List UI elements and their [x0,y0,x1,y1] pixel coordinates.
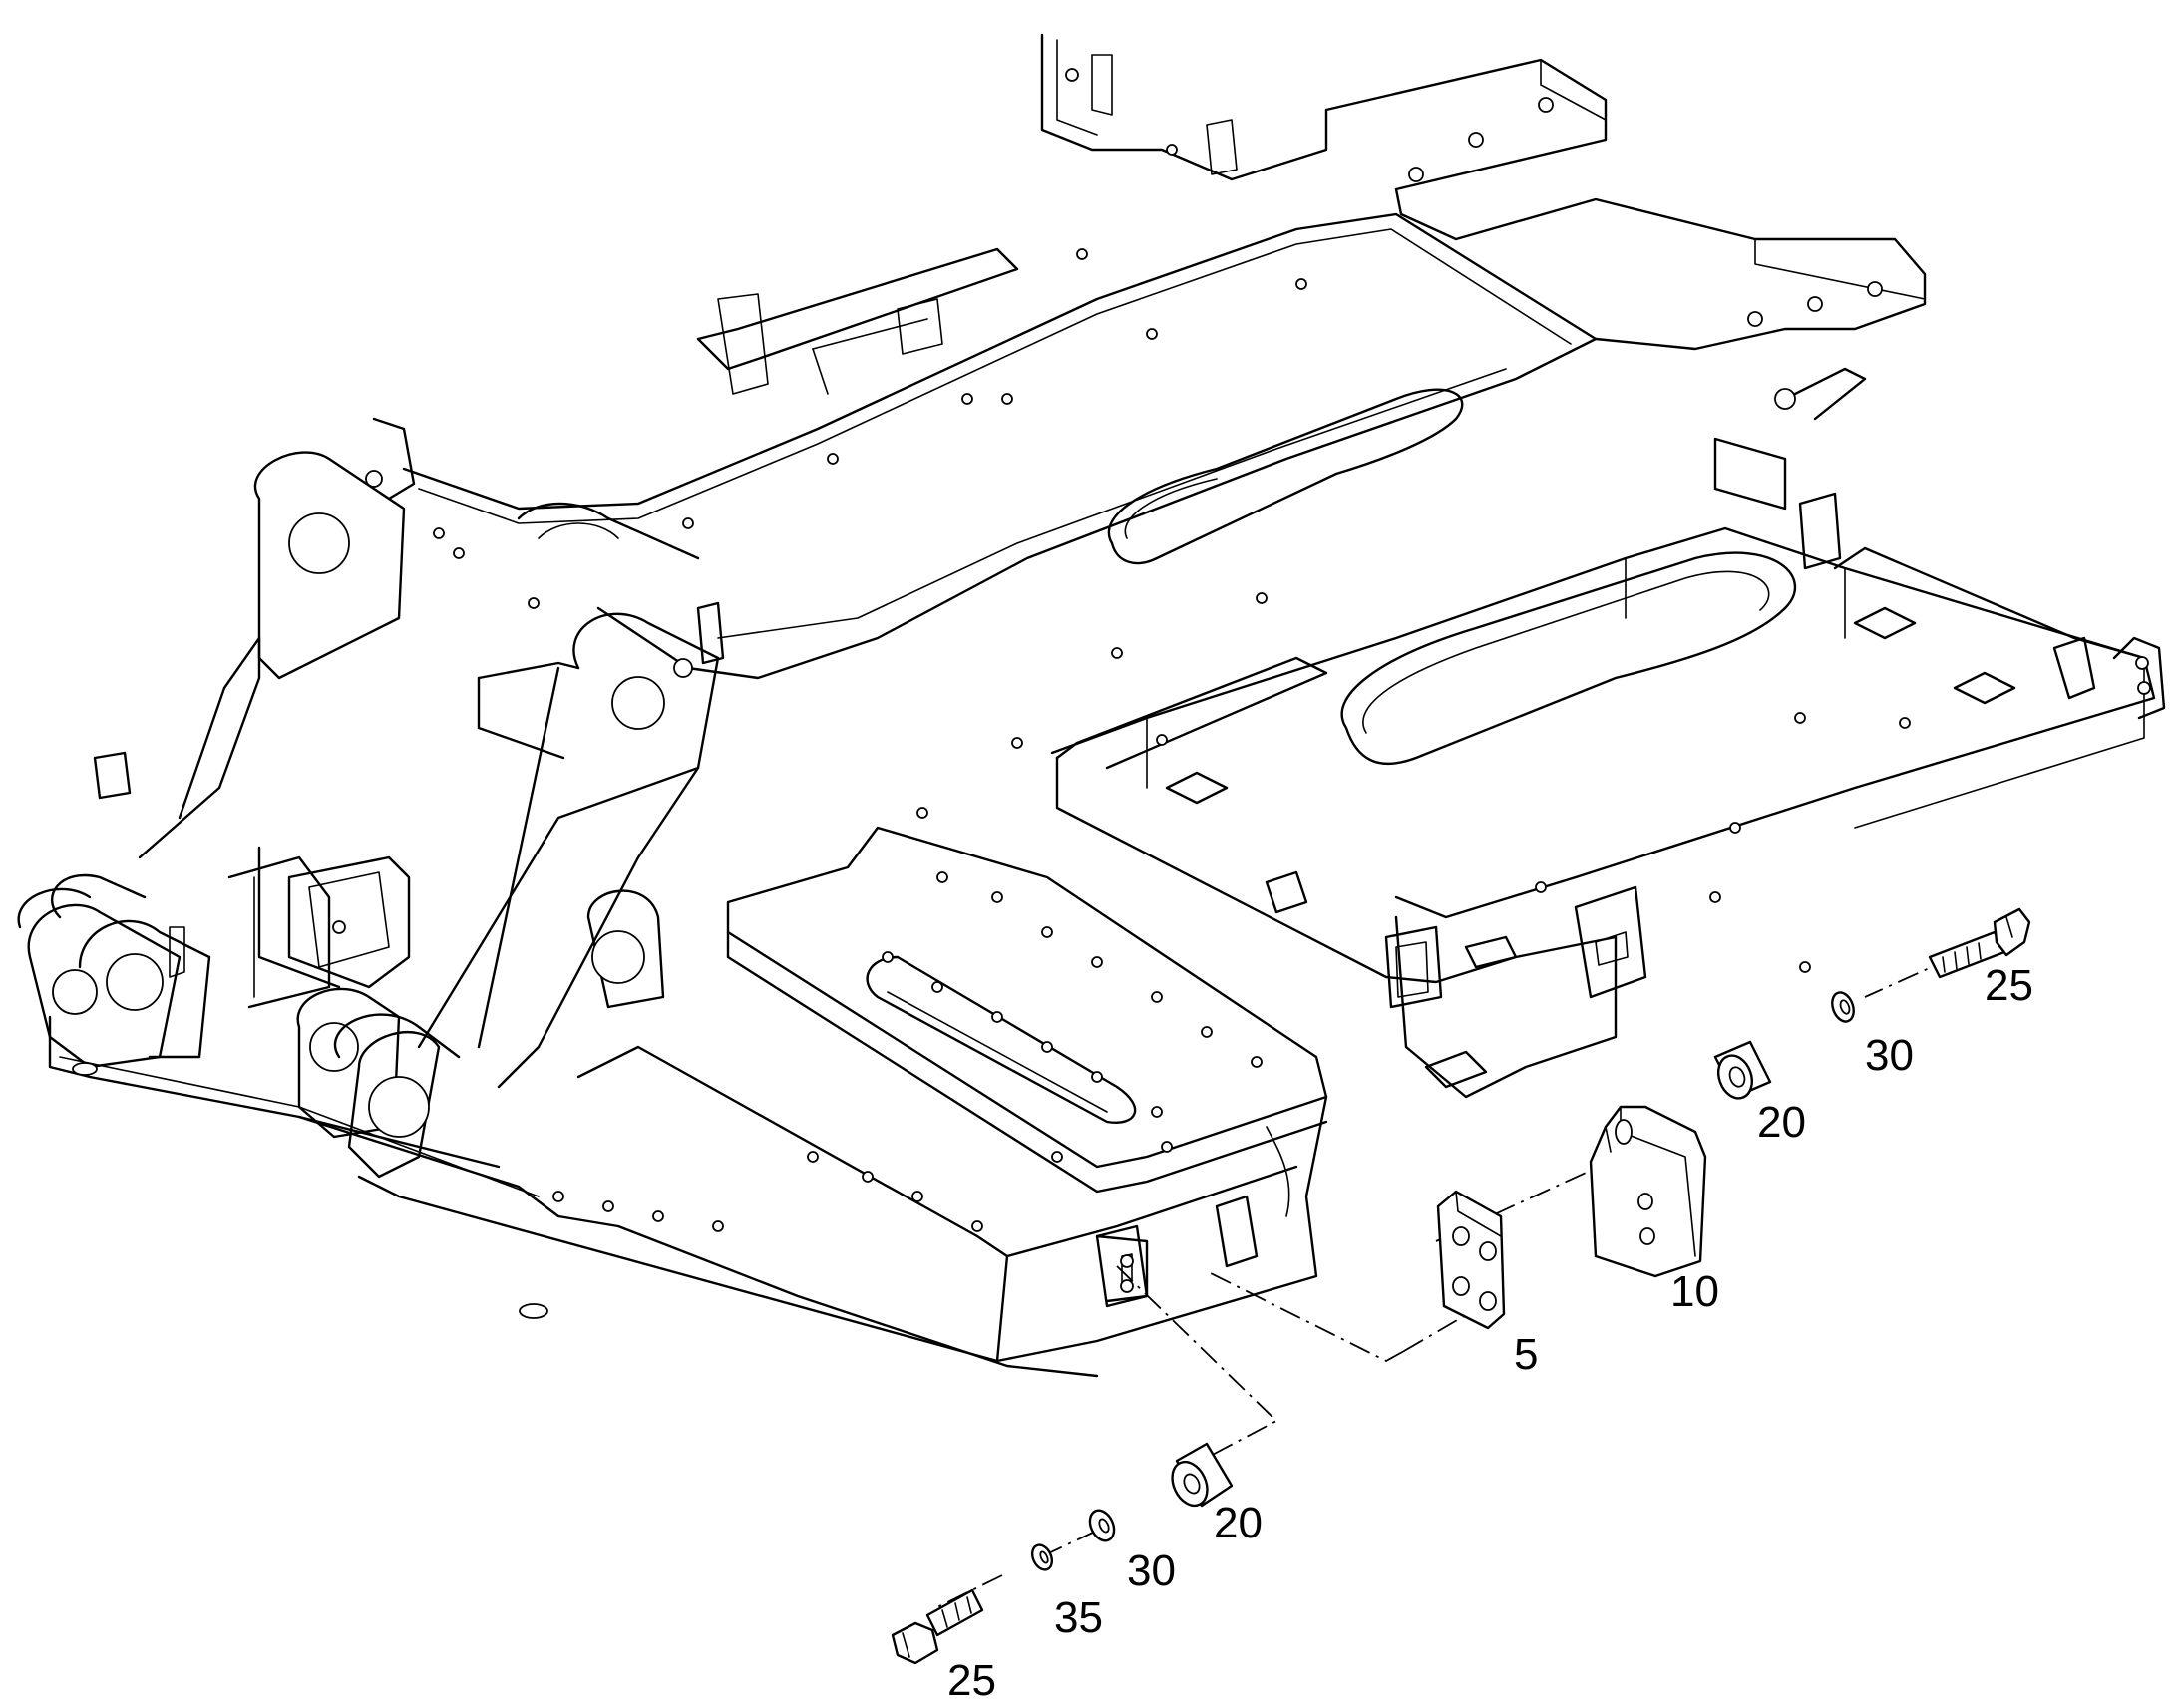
bracket-part [1589,1105,1707,1278]
studs [433,144,1911,973]
bushing-upper [1713,1040,1772,1100]
spacer-plate-part [1436,1190,1506,1330]
lock-washer [1030,1543,1054,1571]
washer-upper [1831,991,1855,1023]
bolt-lower [891,1588,984,1665]
callout-25-lower: 25 [947,1656,996,1705]
callout-20-upper: 20 [1757,1098,1806,1147]
bolt-upper [1928,907,2031,979]
callout-20-lower: 20 [1214,1499,1263,1547]
callout-10: 10 [1670,1267,1719,1316]
centerline-plate-to-frame [1206,1270,1465,1363]
callout-30-lower: 30 [1127,1546,1176,1595]
callout-35: 35 [1054,1593,1103,1642]
washer-lower [1088,1509,1116,1542]
callout-5: 5 [1514,1330,1538,1379]
callout-labels: 5 10 20 20 25 25 30 30 35 [947,961,2033,1705]
centerline-lower [936,1265,1278,1608]
callout-25-upper: 25 [1985,961,2033,1010]
callout-30-upper: 30 [1865,1031,1914,1080]
frame-assembly [17,33,2166,1378]
exploded-parts [891,907,2031,1665]
bushing-lower [1171,1442,1234,1508]
